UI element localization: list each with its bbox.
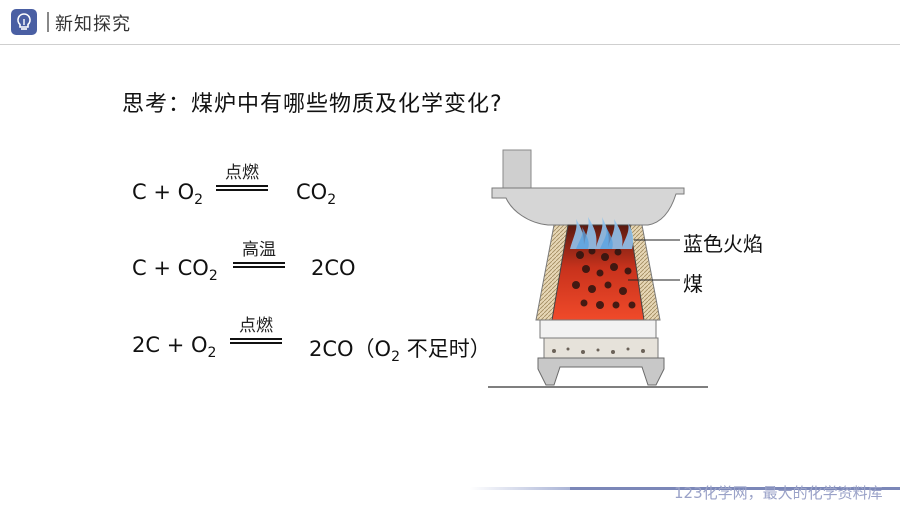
equation-2-equals-top (233, 262, 285, 264)
equation-3-equals-bottom (230, 342, 282, 344)
equation-2-left-main: C + CO (132, 256, 209, 280)
coal-label: 煤 (683, 272, 703, 296)
equation-2-right: 2CO (311, 256, 356, 284)
equation-2-right-main: 2CO (311, 256, 356, 280)
footer-watermark: 123化学网，最大的化学资料库 (674, 484, 883, 502)
equation-2-condition: 高温 (233, 240, 285, 268)
ash-band (539, 319, 657, 339)
equation-3-right-tail: 不足时） (400, 337, 491, 361)
equation-1-right-main: CO (296, 180, 328, 204)
equation-3-right: 2CO（O2 不足时） (309, 333, 491, 365)
question-text: 思考：煤炉中有哪些物质及化学变化? (122, 92, 503, 117)
equation-3-right-main: 2CO（O (309, 337, 392, 361)
equation-1-left-main: C + O (132, 180, 195, 204)
blue-flame (570, 217, 634, 249)
equation-1-equals-top (216, 185, 268, 187)
equation-1-condition: 点燃 (216, 163, 268, 191)
header-separator (47, 12, 49, 32)
equation-2-condition-label: 高温 (242, 240, 276, 260)
equation-3-left-main: 2C + O (132, 333, 208, 357)
equation-3-left-sub: 2 (207, 345, 217, 361)
footer-line-fade (470, 487, 570, 490)
equation-1-condition-label: 点燃 (225, 163, 259, 183)
coal-stove-illustration (488, 149, 708, 388)
equation-1-right-sub: 2 (327, 192, 337, 208)
stove-top-plate (491, 187, 685, 226)
flame-label: 蓝色火焰 (683, 232, 763, 256)
header-title: 新知探究 (55, 14, 131, 35)
equation-3-condition-label: 点燃 (239, 316, 273, 336)
lightbulb-icon (11, 9, 37, 35)
equation-3-right-sub: 2 (391, 349, 401, 365)
equation-1-right: CO2 (296, 180, 336, 208)
equation-1-equals-bottom (216, 189, 268, 191)
slide-header: 新知探究 (0, 0, 900, 44)
coal-lumps (572, 247, 636, 309)
equation-1-left-sub: 2 (194, 192, 204, 208)
equation-2-equals-bottom (233, 266, 285, 268)
equation-2-left: C + CO2 (132, 256, 218, 284)
equation-2-left-sub: 2 (208, 268, 218, 284)
ash-particles (552, 347, 645, 354)
equation-3-condition: 点燃 (230, 316, 282, 344)
equation-3-left: 2C + O2 (132, 333, 216, 361)
chimney-pipe (502, 149, 532, 189)
equation-1-left: C + O2 (132, 180, 203, 208)
ash-tray (543, 337, 659, 359)
equation-3-equals-top (230, 338, 282, 340)
footer-line (570, 487, 900, 490)
stove-legs (537, 357, 665, 386)
header-divider (0, 44, 900, 45)
